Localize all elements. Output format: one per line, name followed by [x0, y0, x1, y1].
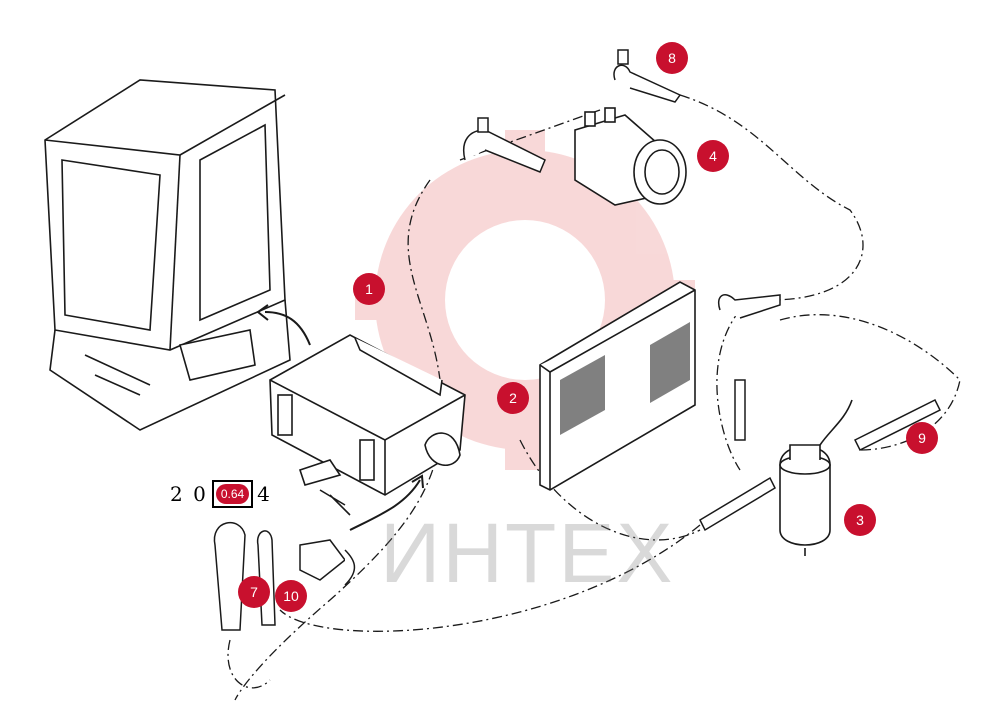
hose-fitting-icon	[213, 49, 942, 631]
callout-8[interactable]: 8	[656, 42, 688, 74]
callout-2[interactable]: 2	[497, 382, 529, 414]
reference-code: 2 0 0.64 4	[170, 480, 272, 508]
callout-1[interactable]: 1	[353, 273, 385, 305]
cab-icon	[44, 79, 291, 431]
watermark-text: ИНТЕХ	[380, 506, 675, 600]
callout-3[interactable]: 3	[844, 504, 876, 536]
condenser-icon	[539, 281, 696, 491]
callout-9[interactable]: 9	[906, 422, 938, 454]
evaporator-unit-icon	[269, 334, 466, 516]
callout-4[interactable]: 4	[697, 140, 729, 172]
compressor-icon	[574, 107, 687, 206]
callout-7[interactable]: 7	[238, 576, 270, 608]
direction-arrows	[256, 304, 424, 531]
watermark-gear-icon	[355, 130, 695, 470]
ref-code-badge: 0.64	[215, 484, 250, 504]
receiver-drier-icon	[779, 399, 853, 556]
ref-code-box: 0.64	[211, 480, 254, 508]
ref-code-suffix: 4	[257, 482, 272, 506]
routing-lines	[227, 94, 961, 701]
ref-code-prefix: 2 0	[170, 482, 208, 506]
callout-10[interactable]: 10	[275, 580, 307, 612]
